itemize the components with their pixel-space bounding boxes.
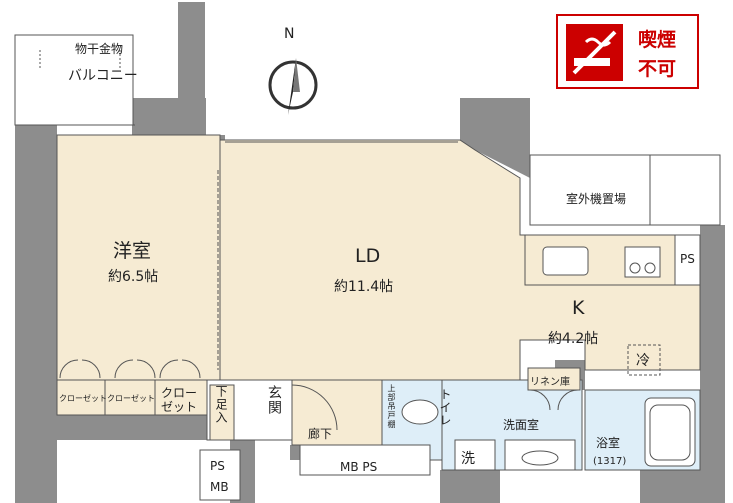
compass (268, 58, 318, 115)
kitchen-name: K (572, 297, 585, 319)
kitchen-size: 約4.2帖 (548, 331, 599, 347)
no-smoking-badge: 喫煙 不可 (556, 14, 699, 89)
closet1-label: クローゼット (59, 394, 107, 403)
washroom-label: 洗面室 (503, 418, 540, 432)
ld-name: LD (355, 245, 381, 267)
closet3-label: クローゼット (161, 386, 198, 414)
stove (624, 246, 661, 278)
ld-size: 約11.4帖 (334, 279, 394, 295)
shoe-box-label: 下足入 (214, 385, 228, 424)
upper-cabinet-label: 上部吊戸棚 (387, 384, 396, 429)
no-smoking-icon (566, 24, 623, 81)
western-room-name: 洋室 (113, 240, 152, 262)
linen-label: リネン庫 (530, 377, 570, 388)
balcony (14, 34, 134, 126)
outdoor-unit-area (529, 154, 721, 226)
bathroom-label: 浴室 (596, 436, 621, 450)
laundry-hanger-label: 物干金物 (75, 42, 124, 56)
closet2-label: クローゼット (107, 394, 155, 403)
corridor-label: 廊下 (308, 427, 333, 441)
washer-label: 洗 (461, 451, 475, 467)
ps-mb-label-1: PS (210, 459, 225, 473)
toilet-label: トイレ (438, 388, 452, 427)
western-room-size: 約6.5帖 (108, 269, 159, 285)
entrance-label: 玄関 (266, 385, 282, 415)
fridge-space (627, 344, 661, 376)
sink (542, 246, 589, 276)
ps-label: PS (680, 252, 695, 266)
compass-north: N (284, 26, 295, 42)
ps-mb-label-2: MB (210, 480, 229, 494)
balcony-label: バルコニー (68, 68, 138, 84)
no-smoking-line2: 不可 (638, 58, 677, 80)
outdoor-unit-label: 室外機置場 (566, 192, 627, 206)
western-room-floor (56, 134, 221, 381)
bath-size-label: (1317) (593, 456, 627, 467)
no-smoking-line1: 喫煙 (638, 29, 677, 51)
mb-ps-label: MB PS (340, 460, 378, 474)
fridge-label: 冷 (636, 353, 650, 369)
